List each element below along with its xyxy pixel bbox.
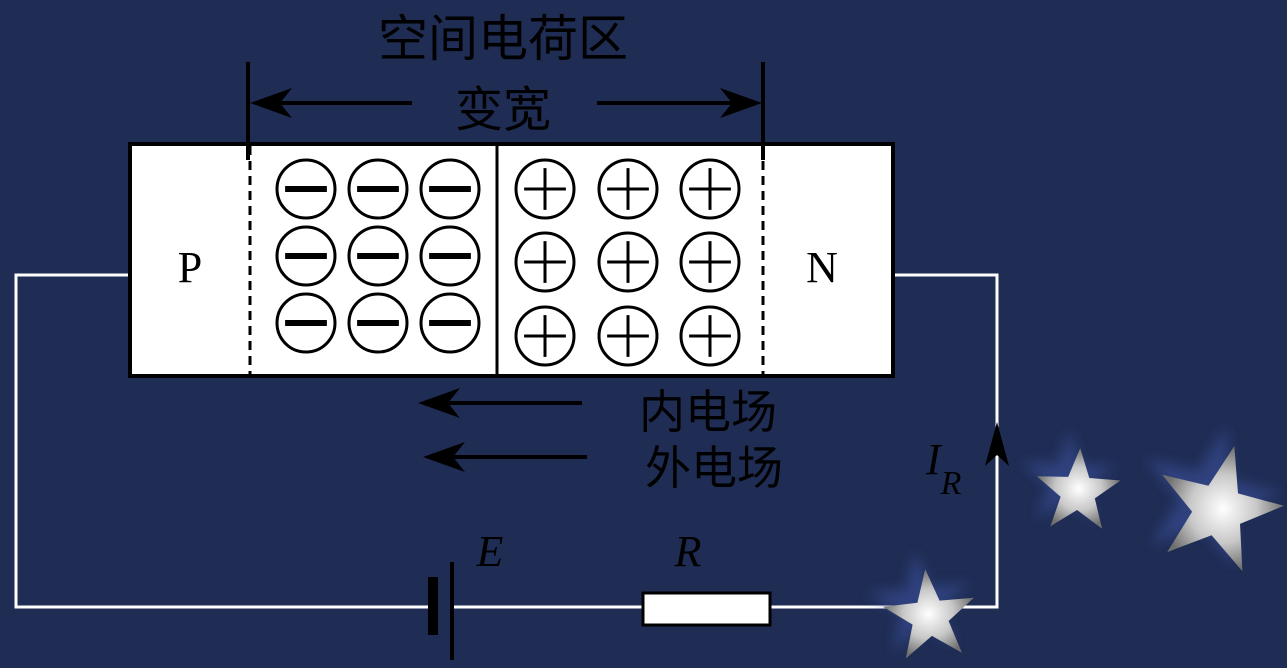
space-charge-region-title: 空间电荷区 [378, 10, 628, 68]
internal-field-label: 内电场 [639, 385, 777, 439]
positive-ion [597, 305, 659, 367]
positive-ion [597, 231, 659, 293]
right-width-arrow-head [720, 88, 762, 118]
negative-ion [275, 158, 337, 220]
p-region-label: P [178, 243, 202, 292]
positive-ions-group [514, 158, 741, 367]
negative-ion [347, 158, 409, 220]
star-decoration [1022, 431, 1121, 529]
positive-ion [514, 305, 576, 367]
negative-ion [347, 292, 409, 354]
current-arrow-head [985, 422, 1009, 466]
n-region-label: N [806, 243, 838, 292]
positive-ion [679, 231, 741, 293]
external-field-label: 外电场 [645, 441, 783, 495]
resistor [641, 591, 772, 627]
battery [428, 562, 454, 660]
star-decoration [868, 552, 974, 659]
current-subscript: R [940, 465, 962, 502]
left-width-arrow-head [250, 88, 292, 118]
current-label: IR [925, 435, 962, 502]
negative-ion [419, 292, 481, 354]
external-field-arrow-head [423, 442, 465, 472]
negative-ion [275, 292, 337, 354]
negative-ion [419, 158, 481, 220]
negative-ion [419, 225, 481, 287]
internal-field-arrow-head [418, 388, 460, 418]
star-decoration [1146, 427, 1284, 572]
positive-ion [514, 231, 576, 293]
left-wire [14, 273, 430, 609]
positive-ion [679, 305, 741, 367]
positive-ion [597, 158, 659, 220]
negative-ion [275, 225, 337, 287]
battery-label: E [476, 527, 504, 576]
negative-ion [347, 225, 409, 287]
positive-ion [514, 158, 576, 220]
widening-label: 变宽 [455, 82, 551, 138]
width-markers [246, 62, 765, 160]
resistor-label: R [674, 527, 702, 576]
current-symbol: I [925, 435, 943, 484]
negative-ions-group [275, 158, 481, 354]
positive-ion [679, 158, 741, 220]
battery-negative-plate [428, 577, 438, 635]
semiconductor-block [128, 142, 895, 378]
decorative-stars [868, 427, 1284, 659]
